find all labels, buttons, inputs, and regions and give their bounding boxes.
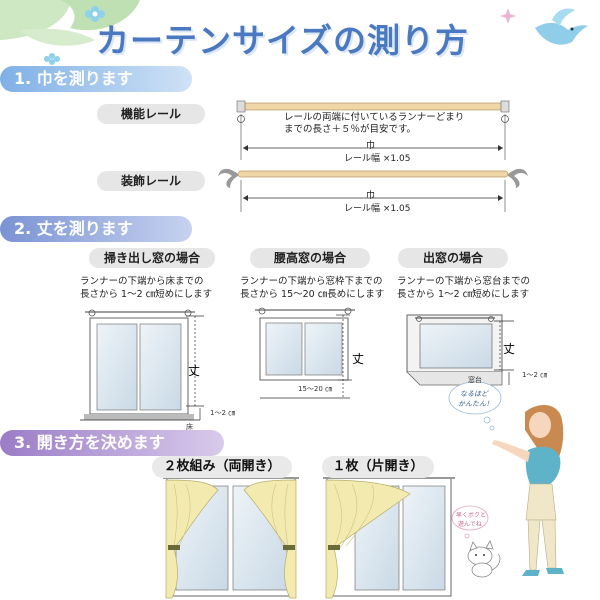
bay-window-note-1: ランナーの下端から窓台までの (397, 276, 531, 287)
cat-illustration (451, 505, 501, 578)
double-curtain-diagram (163, 477, 299, 599)
bay-window-sill-label: 窓台 (468, 376, 482, 384)
section-length-heading: 2. 丈を測ります (0, 216, 192, 242)
floor-window-note-1: ランナーの下端から床までの (80, 276, 204, 287)
waist-window-diagram (255, 307, 355, 399)
bay-window-gap-label: 1～2 ㎝ (522, 371, 548, 379)
woman-bubble-line-1: なるほど (460, 390, 488, 398)
flower-icon (44, 6, 105, 65)
page-title: カーテンサイズの測り方 (96, 21, 470, 60)
functional-rail-note-2: までの長さ＋５％が目安です。 (284, 124, 417, 135)
decorative-rail-label: 装飾レール (97, 171, 205, 191)
bay-window-note-2: 長さから 1～2 ㎝短めにします (397, 289, 530, 300)
woman-illustration (448, 381, 564, 576)
waist-window-length-label: 丈 (352, 352, 365, 366)
floor-window-gap-label: 1～2 ㎝ (210, 409, 236, 417)
waist-window-note-1: ランナーの下端から窓枠下までの (240, 276, 383, 287)
floor-label: 床 (186, 423, 193, 431)
floor-window-note-2: 長さから 1～2 ㎝短めにします (80, 289, 213, 300)
cat-bubble-line-2: 遊んでね (458, 521, 482, 528)
bird-icon (535, 8, 588, 45)
waist-window-gap-label: 15～20 ㎝ (298, 385, 333, 393)
decorative-rail (218, 168, 528, 212)
cat-bubble-line-1: 早くボクと (456, 512, 487, 519)
functional-rail-formula: レール幅 ×1.05 (344, 154, 411, 164)
functional-rail (236, 100, 510, 160)
bay-window-length-label: 丈 (503, 342, 516, 356)
bay-window-label: 出窓の場合 (398, 248, 508, 268)
double-curtain-label: ２枚組み（両開き） (152, 456, 292, 478)
section-opening-heading: 3. 開き方を決めます (0, 430, 224, 456)
single-curtain-diagram (323, 477, 455, 599)
floor-window-diagram (80, 309, 204, 421)
functional-rail-width-label: 巾 (366, 141, 376, 151)
section-width-heading: 1. 巾を測ります (0, 66, 192, 92)
single-curtain-label: １枚（片開き） (322, 456, 434, 478)
woman-bubble-line-2: かんたん！ (458, 400, 493, 408)
functional-rail-label: 機能レール (97, 104, 205, 124)
floor-window-label: 掃き出し窓の場合 (89, 248, 215, 268)
decorative-rail-width-label: 巾 (366, 191, 376, 201)
sparkle-icon (500, 8, 516, 24)
waist-window-label: 腰高窓の場合 (250, 248, 370, 268)
functional-rail-note-1: レールの両端に付いているランナーどまり (284, 112, 465, 123)
floor-window-length-label: 丈 (188, 364, 201, 378)
decorative-rail-formula: レール幅 ×1.05 (344, 204, 411, 214)
bay-window-diagram (406, 314, 514, 386)
waist-window-note-2: 長さから 15～20 ㎝長めにします (240, 289, 385, 300)
leaf-decoration-icon (0, 0, 140, 46)
